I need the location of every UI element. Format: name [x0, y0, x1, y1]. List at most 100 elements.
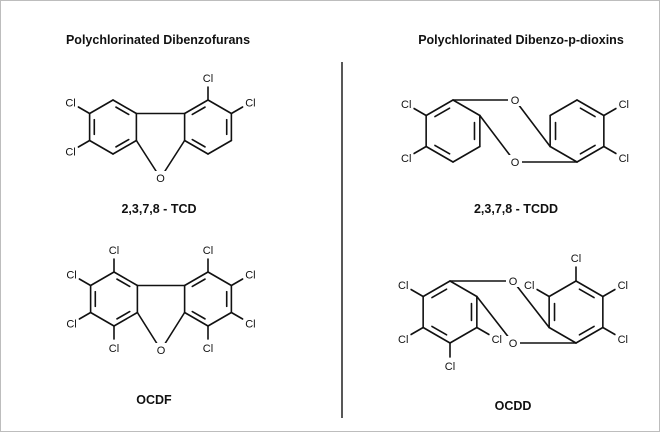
mol-tcdf-chlorine-atom-bond: [230, 106, 244, 115]
mol-ocdd-chlorine-atom-bond: [410, 326, 424, 336]
mol-ocdf-chlorine-atom-mask: [64, 316, 79, 330]
mol-ocdd-right-ring-double-bond: [578, 288, 595, 299]
mol-tcdf-chlorine-atom-mask: [63, 144, 78, 158]
mol-ocdd-right-ring-double-bond: [578, 325, 595, 336]
mol-ocdd-right-ring-bond: [548, 280, 577, 298]
mol-tcdd-chlorine-atom-bond: [603, 145, 617, 155]
mol-ocdf-left-ring-double-bond: [116, 278, 131, 288]
mol-ocdf-right-ring-bond: [183, 311, 209, 327]
mol-ocdf-chlorine-atom-mask: [107, 341, 121, 354]
mol-tcdf-right-ring-bond: [183, 99, 209, 115]
mol-ocdd-chlorine-atom-bond: [602, 326, 616, 336]
mol-tcdd-left-ring-bond: [452, 145, 481, 163]
mol-tcdd-right-ring-double-bond: [579, 144, 596, 155]
mol-tcdf-left-ring-bond: [88, 99, 114, 115]
mol-tcdd-left-ring-bond: [425, 145, 454, 163]
mol-tcdf-left-ring-bond: [112, 139, 138, 155]
mol-ocdd-chlorine-atom-bond: [410, 288, 424, 298]
mol-tcdd-left-ring-bond: [425, 99, 454, 117]
mol-tcdd-chlorine-atom-mask: [399, 151, 414, 164]
mol-ocdd-chlorine-atom-bond: [476, 326, 490, 336]
mol-ocdd-left-ring-bond: [422, 280, 451, 298]
mol-ocdf-chlorine-atom-mask: [201, 243, 215, 256]
mol-ocdf-left-ring-bond: [113, 311, 139, 327]
mol-tcdd-right-ring-bond: [549, 99, 578, 117]
mol-tcdd-oxygen-atom: O: [511, 95, 520, 107]
mol-tcdd-chlorine-atom: Cl: [619, 99, 629, 111]
mol-ocdf-oxygen-atom: O: [157, 345, 166, 357]
mol-tcdd-ether-bond: [479, 114, 516, 163]
mol-tcdf-chlorine-atom-mask: [63, 95, 78, 109]
mol-ocdd-chlorine-atom-mask: [443, 359, 457, 372]
mol-ocdd-chlorine-atom-mask: [396, 332, 411, 345]
mol-ocdf-left-ring-double-bond: [116, 310, 131, 320]
mol-ocdd-chlorine-atom: Cl: [398, 334, 408, 346]
mol-ocdd-chlorine-atom-mask: [615, 332, 630, 345]
mol-tcdf-chlorine-atom: Cl: [65, 98, 75, 110]
mol-tcdf-right-ring-double-bond: [191, 106, 206, 116]
mol-tcdf-chlorine-atom-bond: [77, 106, 91, 115]
mol-tcdf-chlorine-atom-bond: [77, 139, 91, 148]
caption-ocdd: OCDD: [495, 399, 532, 413]
mol-ocdf-chlorine-atom-bond: [78, 278, 92, 287]
mol-ocdd-chlorine-atom: Cl: [445, 361, 455, 373]
mol-tcdd-chlorine-atom-mask: [616, 97, 631, 110]
mol-tcdf-chlorine-atom-mask: [243, 95, 258, 109]
mol-ocdf-oxygen-atom-mask: [154, 343, 168, 356]
mol-ocdd-ether-bond: [476, 295, 514, 344]
mol-tcdd-chlorine-atom: Cl: [619, 153, 629, 165]
mol-ocdd-right-ring-bond: [575, 280, 604, 298]
mol-ocdf-chlorine-atom: Cl: [109, 343, 119, 355]
mol-ocdd-left-ring-bond: [422, 326, 451, 344]
mol-ocdd-left-ring-double-bond: [431, 325, 448, 336]
mol-ocdd-left-ring-bond: [449, 280, 478, 298]
mol-ocdd-chlorine-atom-mask: [522, 278, 537, 291]
mol-ocdd-chlorine-atom: Cl: [571, 253, 581, 265]
mol-tcdd-chlorine-atom-bond: [603, 107, 617, 117]
mol-ocdf-chlorine-atom: Cl: [203, 343, 213, 355]
mol-tcdd-left-ring-bond: [452, 99, 481, 117]
mol-tcdf-oxygen-atom: O: [156, 173, 165, 185]
mol-tcdf-right-ring-bond: [207, 99, 233, 115]
mol-ocdf-chlorine-atom-mask: [243, 267, 258, 281]
mol-tcdf-right-ring-double-bond: [191, 138, 206, 148]
mol-tcdd-left-ring-double-bond: [434, 144, 451, 155]
mol-tcdf-left-ring-double-bond: [115, 106, 130, 116]
mol-ocdf-left-ring-bond: [89, 311, 115, 327]
mol-tcdd-right-ring-double-bond: [579, 107, 596, 118]
mol-ocdd-chlorine-atom: Cl: [492, 334, 502, 346]
heading-dibenzofurans: Polychlorinated Dibenzofurans: [66, 33, 250, 47]
mol-ocdf-chlorine-atom-bond: [230, 278, 244, 287]
mol-tcdf-right-ring-bond: [207, 139, 233, 155]
mol-ocdd-oxygen-atom-mask: [506, 336, 520, 349]
mol-tcdd-right-ring-bond: [576, 145, 605, 163]
mol-ocdd-oxygen-atom: O: [509, 276, 518, 288]
mol-tcdd-chlorine-atom-mask: [399, 97, 414, 110]
mol-tcdd-chlorine-atom-bond: [413, 145, 427, 155]
mol-tcdd-oxygen-atom-mask: [508, 93, 522, 106]
mol-ocdd-chlorine-atom-bond: [536, 288, 550, 298]
mol-ocdf-chlorine-atom: Cl: [203, 245, 213, 257]
mol-ocdd-chlorine-atom-mask: [396, 278, 411, 291]
mol-tcdf-chlorine-atom: Cl: [245, 98, 255, 110]
mol-ocdf-chlorine-atom: Cl: [245, 270, 255, 282]
caption-ocdf: OCDF: [136, 393, 172, 407]
mol-ocdd-chlorine-atom-mask: [615, 278, 630, 291]
mol-tcdf-oxygen-atom-mask: [153, 171, 168, 184]
mol-tcdf-left-ring-bond: [88, 139, 114, 155]
mol-ocdd-right-ring-bond: [548, 326, 577, 344]
mol-ocdf-chlorine-atom-mask: [64, 267, 79, 281]
mol-tcdd-chlorine-atom: Cl: [401, 99, 411, 111]
mol-ocdf-right-ring-bond: [183, 271, 209, 287]
mol-ocdf-chlorine-atom-bond: [78, 311, 92, 320]
mol-ocdf-right-ring-double-bond: [191, 278, 206, 288]
caption-tcdf: 2,3,7,8 - TCD: [121, 202, 196, 216]
mol-ocdf-chlorine-atom: Cl: [109, 245, 119, 257]
mol-tcdd-chlorine-atom-bond: [413, 107, 427, 117]
heading-dibenzo-p-dioxins: Polychlorinated Dibenzo-p-dioxins: [418, 33, 624, 47]
mol-ocdf-chlorine-atom: Cl: [66, 319, 76, 331]
